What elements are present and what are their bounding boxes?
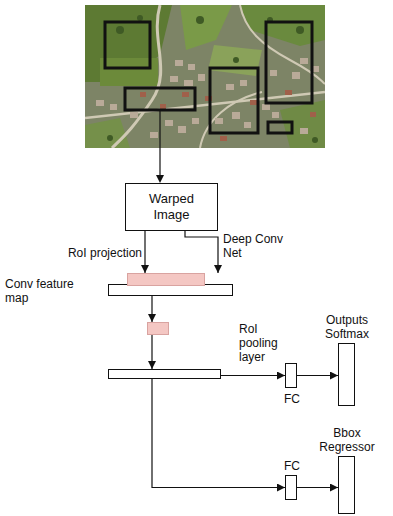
process-box: Warped Image bbox=[125, 183, 218, 231]
connector-arrow bbox=[221, 375, 285, 376]
arrow-head bbox=[156, 175, 164, 183]
connector-arrow bbox=[297, 375, 338, 376]
region-boxes bbox=[105, 22, 312, 133]
edge-label: RoI projection bbox=[46, 246, 142, 260]
aerial-photo bbox=[85, 5, 325, 148]
layer-block: RoI pooling layer bbox=[108, 369, 221, 379]
layer-label: FC bbox=[272, 459, 312, 473]
layer-label: RoI pooling layer bbox=[239, 322, 287, 364]
layer-label: Outputs Softmax bbox=[317, 313, 377, 341]
connector-arrow bbox=[297, 487, 338, 488]
layer-block: FC bbox=[285, 363, 297, 388]
connector-arrow bbox=[152, 379, 285, 488]
layer-block: FC bbox=[285, 475, 297, 500]
layer-label: Conv feature map bbox=[5, 277, 81, 305]
layer-label: Bbox Regressor bbox=[317, 426, 377, 454]
feature-map: Conv feature map bbox=[108, 273, 233, 296]
roi-region bbox=[127, 273, 205, 286]
connector-arrow bbox=[144, 231, 145, 273]
pooled-roi bbox=[147, 322, 169, 335]
edge-label: Deep Conv Net bbox=[223, 232, 285, 260]
layer-block: Bbox Regressor bbox=[338, 456, 355, 514]
layer-block: Outputs Softmax bbox=[338, 343, 355, 406]
layer-label: FC bbox=[272, 392, 312, 406]
connector-arrow bbox=[185, 231, 218, 273]
node-label: Warped Image bbox=[132, 191, 211, 223]
input-arrow bbox=[159, 111, 160, 176]
